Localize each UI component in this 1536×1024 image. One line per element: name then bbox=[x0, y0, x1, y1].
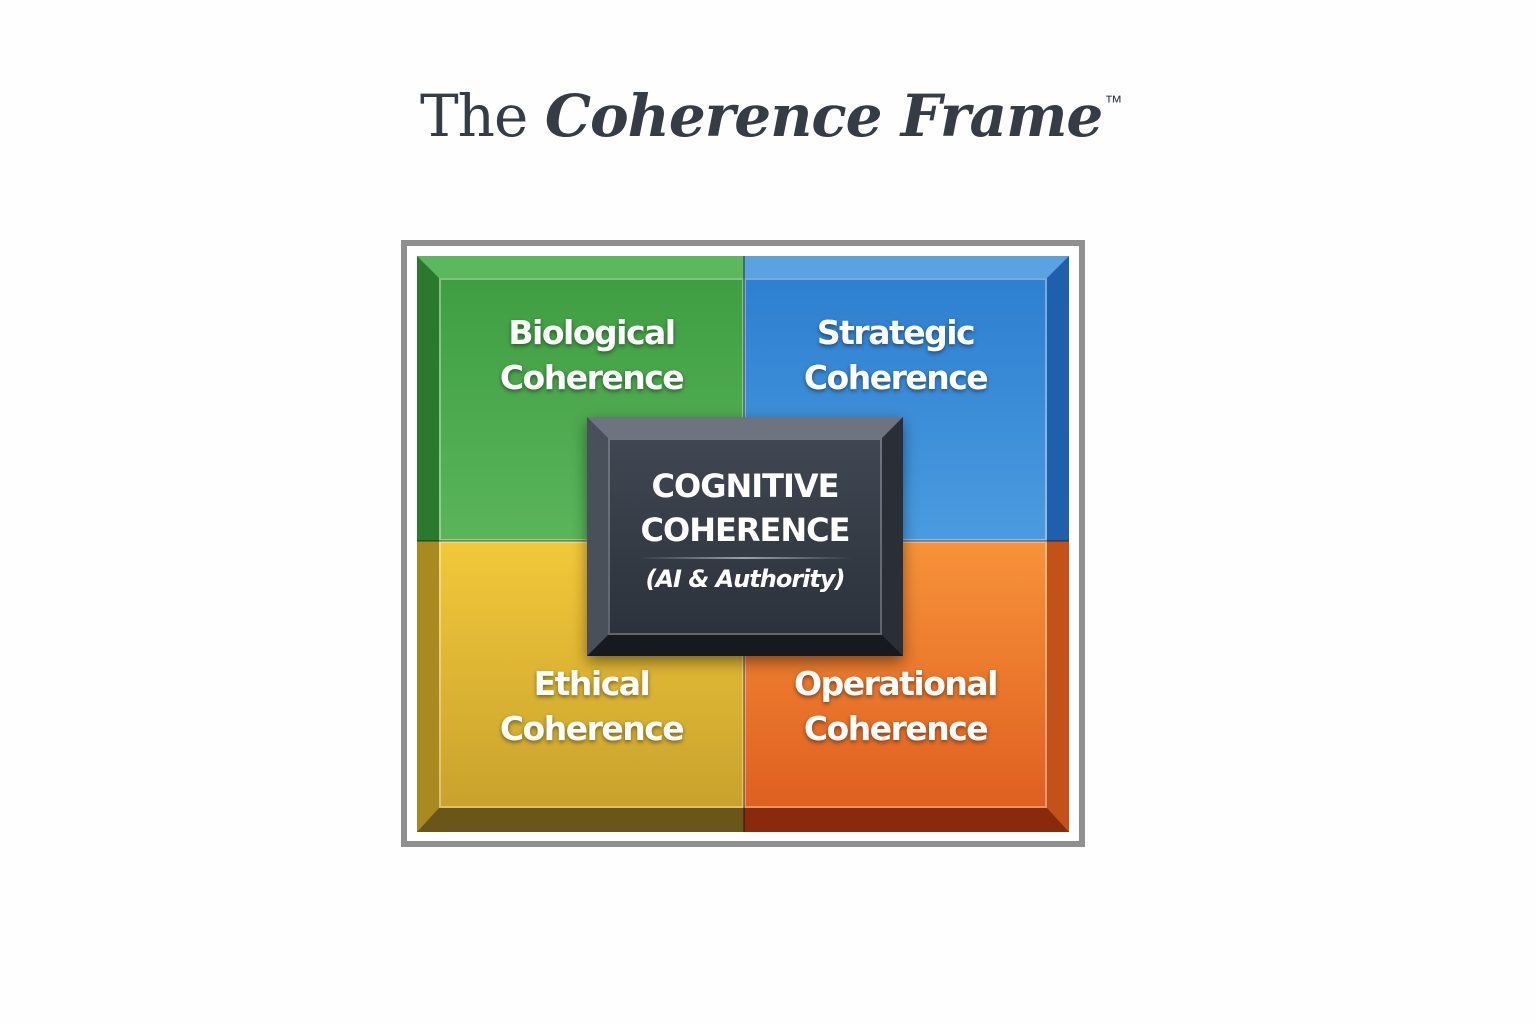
label-line: Operational bbox=[794, 664, 998, 703]
label-line: Coherence bbox=[803, 358, 989, 397]
center-subtitle: (AI & Authority) bbox=[645, 565, 846, 593]
center-divider bbox=[638, 557, 852, 559]
title-emphasis: Coherence Frame bbox=[544, 82, 1104, 150]
label-line: Ethical bbox=[533, 664, 651, 703]
label-line: Biological bbox=[508, 313, 676, 352]
label-line: Strategic bbox=[816, 313, 976, 352]
label-line: Coherence bbox=[803, 709, 989, 748]
title-prefix: The bbox=[420, 82, 528, 150]
label-line: Coherence bbox=[499, 358, 685, 397]
trademark-symbol: ™ bbox=[1104, 92, 1122, 112]
label-line: Coherence bbox=[499, 709, 685, 748]
center-box-cognitive: COGNITIVE COHERENCE (AI & Authority) bbox=[587, 417, 903, 656]
center-title-line2: COHERENCE bbox=[640, 511, 851, 549]
center-title-line1: COGNITIVE bbox=[651, 467, 840, 505]
